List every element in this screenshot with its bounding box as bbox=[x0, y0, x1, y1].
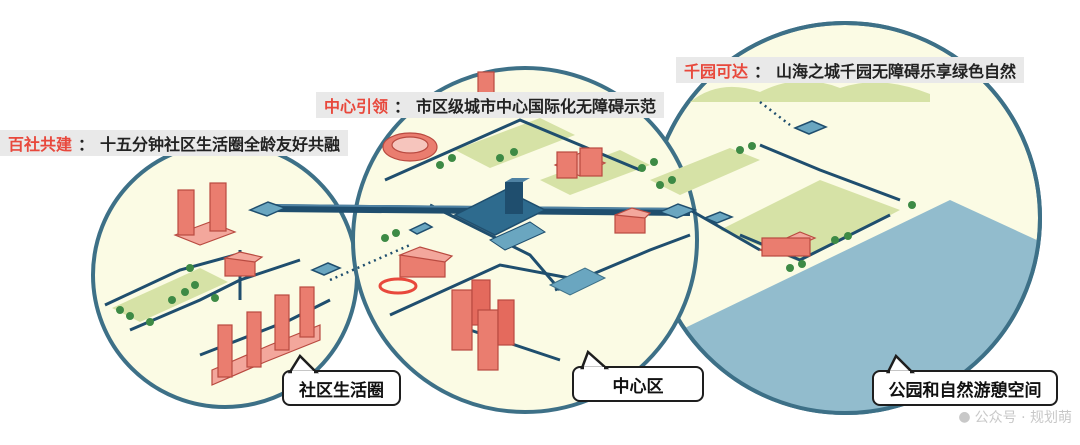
banner-community-key: 百社共建 bbox=[8, 135, 73, 154]
trees bbox=[116, 142, 916, 326]
banner-park-key: 千园可达 bbox=[684, 62, 749, 81]
wechat-icon: ● bbox=[958, 409, 971, 425]
park-buildings bbox=[758, 231, 817, 257]
station-right bbox=[657, 203, 698, 219]
banner-center-sep: ： bbox=[394, 97, 411, 116]
banner-park-desc: 山海之城千园无障碍乐享绿色自然 bbox=[776, 62, 1017, 81]
label-park: 公园和自然游憩空间 bbox=[872, 370, 1058, 406]
banner-center-desc: 市区级城市中心国际化无障碍示范 bbox=[416, 97, 657, 116]
banner-center: 中心引领 ： 市区级城市中心国际化无障碍示范 bbox=[316, 92, 665, 118]
banner-park: 千园可达 ： 山海之城千园无障碍乐享绿色自然 bbox=[676, 57, 1025, 83]
park-roads bbox=[689, 143, 901, 262]
banner-community: 百社共建 ： 十五分钟社区生活圈全龄友好共融 bbox=[0, 130, 349, 156]
bus bbox=[408, 222, 434, 235]
green-patch-community bbox=[112, 268, 228, 322]
transport-hub bbox=[453, 178, 547, 251]
station-left bbox=[247, 201, 288, 217]
watermark: ● 公众号 · 规划萌 bbox=[958, 407, 1072, 427]
community-buildings bbox=[173, 182, 321, 386]
banner-park-sep: ： bbox=[754, 62, 771, 81]
dotted-paths bbox=[329, 101, 791, 282]
bus-stop-community bbox=[310, 262, 342, 276]
label-center-text: 中心区 bbox=[612, 376, 664, 397]
banner-center-key: 中心引领 bbox=[324, 97, 389, 116]
label-community: 社区生活圈 bbox=[282, 370, 401, 406]
green-patch-park-left bbox=[650, 148, 760, 195]
plaza bbox=[548, 267, 607, 296]
label-center: 中心区 bbox=[572, 366, 704, 402]
watermark-text: 公众号 · 规划萌 bbox=[974, 410, 1072, 426]
banner-community-desc: 十五分钟社区生活圈全龄友好共融 bbox=[100, 135, 341, 154]
center-buildings bbox=[382, 71, 652, 371]
label-park-text: 公园和自然游憩空间 bbox=[888, 380, 1042, 401]
running-track bbox=[378, 277, 418, 295]
bus-stop-park bbox=[703, 120, 828, 224]
hills bbox=[690, 80, 930, 102]
banner-community-sep: ： bbox=[78, 135, 95, 154]
label-community-text: 社区生活圈 bbox=[299, 380, 384, 401]
